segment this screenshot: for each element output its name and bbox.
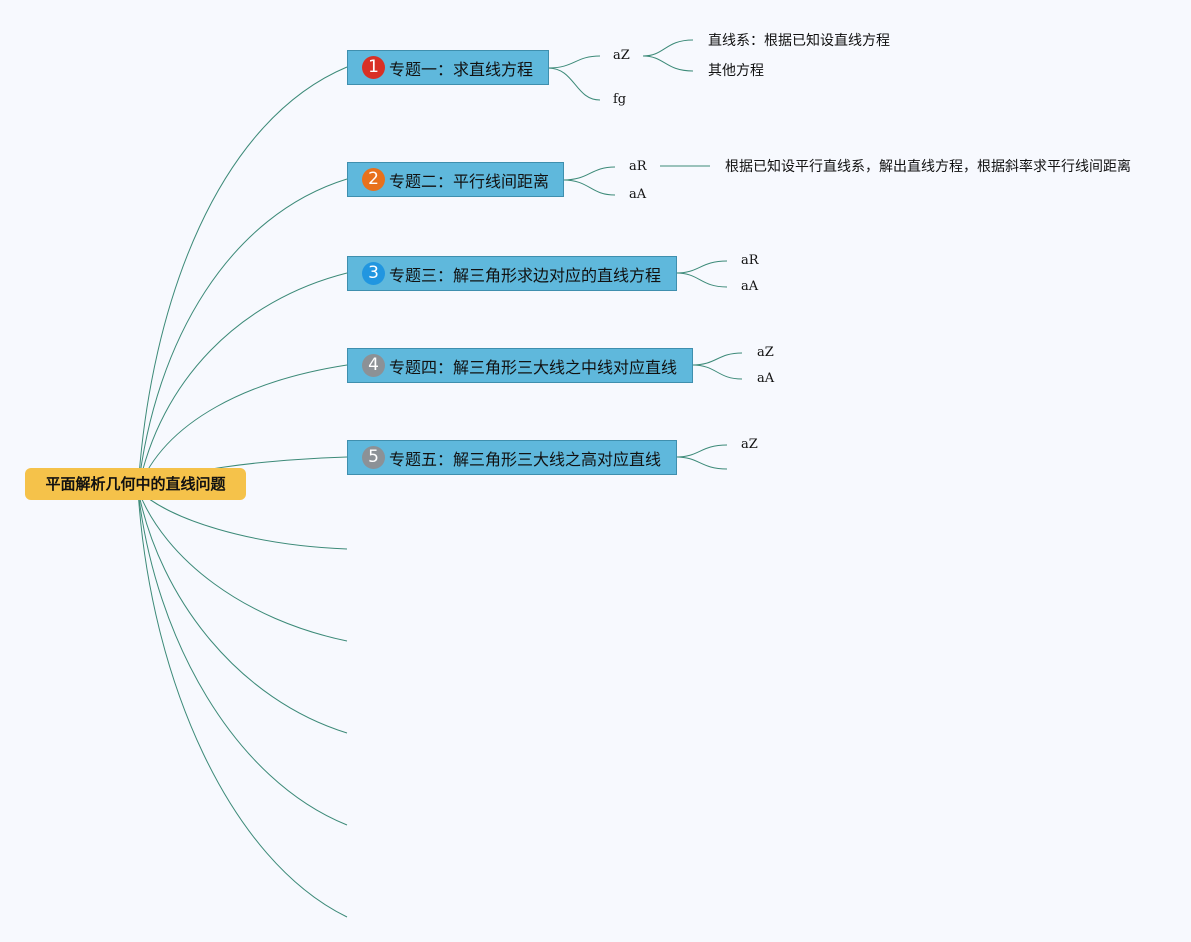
topic-label: 专题二：平行线间距离: [389, 171, 550, 191]
edge-topic-4-aZ: [691, 352, 743, 366]
edge-root-topic-4: [137, 364, 348, 491]
subtopic-fg[interactable]: fg: [613, 92, 627, 107]
topic-node-5[interactable]: 5 专题五：解三角形三大线之高对应直线: [347, 440, 677, 475]
edge-topic-2-aR: [562, 166, 616, 181]
topic-number-badge: 3: [362, 262, 385, 285]
edge-topic-4-aA: [691, 364, 743, 380]
edge-root-topic-1: [137, 66, 348, 491]
topic-node-3[interactable]: 3 专题三：解三角形求边对应的直线方程: [347, 256, 677, 291]
edge-root-topic-3: [137, 272, 348, 491]
leaf-other-equations[interactable]: 其他方程: [708, 63, 764, 79]
topic-node-2[interactable]: 2 专题二：平行线间距离: [347, 162, 564, 197]
topic-number-badge: 5: [362, 446, 385, 469]
edge-root-empty-3: [137, 489, 348, 734]
topic-node-4[interactable]: 4 专题四：解三角形三大线之中线对应直线: [347, 348, 693, 383]
topic-label: 专题五：解三角形三大线之高对应直线: [389, 449, 662, 469]
edge-topic-5-aZ: [675, 444, 728, 458]
topic-number-badge: 2: [362, 168, 385, 191]
topic-node-1[interactable]: 1 专题一：求直线方程: [347, 50, 549, 85]
subtopic-aR[interactable]: aR: [629, 159, 647, 174]
subtopic-aZ[interactable]: aZ: [613, 48, 630, 63]
subtopic-aA[interactable]: aA: [629, 187, 647, 202]
topic-number-badge: 1: [362, 56, 385, 79]
subtopic-aZ[interactable]: aZ: [757, 345, 774, 360]
edge-root-empty-4: [137, 489, 348, 826]
topic-label: 专题三：解三角形求边对应的直线方程: [389, 265, 662, 285]
edge-topic-1-fg: [547, 67, 601, 101]
edge-topic-5-empty: [675, 456, 728, 470]
edge-topic-2-aA: [562, 179, 616, 196]
edge-aZ-leaf-2: [642, 55, 694, 72]
edge-topic-3-aR: [675, 260, 728, 274]
edge-root-empty-1: [137, 489, 348, 550]
edge-root-empty-5: [137, 489, 348, 918]
leaf-parallel-distance[interactable]: 根据已知设平行直线系，解出直线方程，根据斜率求平行线间距离: [725, 159, 1131, 175]
subtopic-aA[interactable]: aA: [741, 279, 759, 294]
topic-number-badge: 4: [362, 354, 385, 377]
edge-topic-3-aA: [675, 272, 728, 288]
subtopic-aZ[interactable]: aZ: [741, 437, 758, 452]
topic-label: 专题一：求直线方程: [389, 59, 534, 79]
edge-root-topic-2: [137, 178, 348, 491]
edge-topic-1-aZ: [547, 55, 601, 69]
root-label: 平面解析几何中的直线问题: [45, 475, 226, 493]
edge-root-empty-2: [137, 489, 348, 642]
edge-aZ-leaf-1: [642, 39, 694, 57]
topic-label: 专题四：解三角形三大线之中线对应直线: [389, 357, 678, 377]
subtopic-aR[interactable]: aR: [741, 253, 759, 268]
subtopic-aA[interactable]: aA: [757, 371, 775, 386]
leaf-line-system[interactable]: 直线系：根据已知设直线方程: [708, 33, 890, 49]
root-node[interactable]: 平面解析几何中的直线问题: [25, 468, 246, 500]
